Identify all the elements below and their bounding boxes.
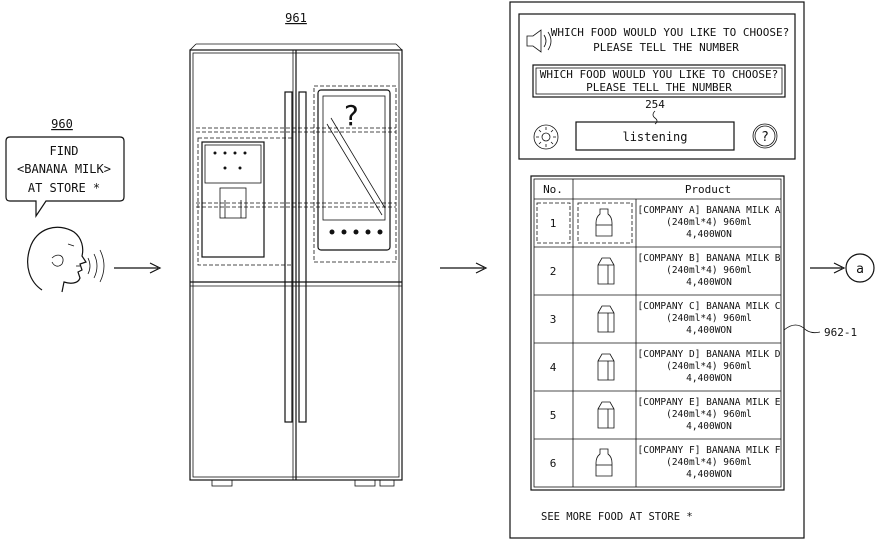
display-screen: WHICH FOOD WOULD YOU LIKE TO CHOOSE? PLE… [509,1,857,539]
user-ref-label: 960 [51,117,73,131]
bubble-line-1: FIND [50,144,79,158]
product-line1: [COMPANY C] BANANA MILK C [638,301,781,312]
fridge-display-panel: ? [313,85,397,263]
product-line3: 4,400WON [686,469,732,480]
row-number: 5 [550,409,557,422]
col-header-no: No. [543,183,563,196]
table-row[interactable]: 6 [COMPANY F] BANANA MILK F(240ml*4) 960m… [534,438,781,480]
milk-bottle-icon [595,448,613,477]
product-line2: (240ml*4) 960ml [666,313,752,324]
product-table: No. Product 1[COMPANY A] BANANA MILK A(2… [530,175,785,491]
row-number: 3 [550,313,557,326]
product-line2: (240ml*4) 960ml [666,217,752,228]
prompt-box-line-1: WHICH FOOD WOULD YOU LIKE TO CHOOSE? [540,68,778,81]
prompt-line-2: PLEASE TELL THE NUMBER [593,41,739,54]
bubble-line-3: AT STORE * [28,181,100,195]
bubble-line-2: <BANANA MILK> [17,162,111,176]
product-line2: (240ml*4) 960ml [666,409,752,420]
mic-ref-label: 254 [645,98,665,111]
col-header-product: Product [685,183,731,196]
help-icon[interactable]: ? [752,123,778,149]
table-row[interactable]: 2 [COMPANY B] BANANA MILK B(240ml*4) 960m… [534,246,781,288]
row-number: 2 [550,265,557,278]
speech-bubble [5,136,125,218]
milk-carton-icon [597,305,615,333]
voice-waves-icon [87,249,105,283]
row-number: 1 [550,217,557,230]
row-number: 4 [550,361,557,374]
question-mark: ? [343,99,360,132]
milk-carton-icon [597,257,615,285]
product-line2: (240ml*4) 960ml [666,265,752,276]
table-row[interactable]: 5 [COMPANY E] BANANA MILK E(240ml*4) 960m… [534,390,781,432]
milk-carton-icon [597,401,615,429]
see-more-footer[interactable]: SEE MORE FOOD AT STORE * [541,511,693,523]
listening-button[interactable]: listening [575,121,735,151]
screen-frame [509,1,805,539]
arrow-to-fridge [114,262,162,274]
prompt-text-box [532,64,786,98]
help-label: ? [761,130,769,145]
list-ref-label: 962-1 [824,326,857,339]
list-ref-callout: 962-1 [783,324,857,339]
user-figure: 960 FIND <BANANA MILK> AT STORE * [5,117,125,293]
milk-carton-icon [597,353,615,381]
product-line3: 4,400WON [686,277,732,288]
right-door-handle [298,91,307,423]
table-row[interactable]: 4 [COMPANY D] BANANA MILK D(240ml*4) 960m… [534,342,781,384]
speaker-icon [526,29,552,53]
head-icon [27,226,87,293]
fridge-ref-label: 961 [285,11,307,25]
table-row[interactable]: 3 [COMPANY C] BANANA MILK C(240ml*4) 960m… [534,294,781,336]
arrow-to-connector [810,262,846,274]
product-line1: [COMPANY E] BANANA MILK E [638,397,781,408]
listening-label: listening [622,130,687,144]
water-dispenser [197,137,293,266]
left-door-handle [284,91,293,423]
product-line3: 4,400WON [686,421,732,432]
product-line1: [COMPANY B] BANANA MILK B [638,253,781,264]
prompt-line-1: WHICH FOOD WOULD YOU LIKE TO CHOOSE? [551,26,789,39]
gear-icon[interactable] [533,124,559,150]
arrow-to-screen [440,262,488,274]
product-line1: [COMPANY D] BANANA MILK D [638,349,781,360]
prompt-box-line-2: PLEASE TELL THE NUMBER [586,81,732,94]
table-row[interactable]: 1 [COMPANY A] BANANA MILK A(240ml*4) 960m… [536,202,781,244]
product-line3: 4,400WON [686,325,732,336]
product-line2: (240ml*4) 960ml [666,361,752,372]
milk-bottle-icon [595,208,613,237]
product-line3: 4,400WON [686,373,732,384]
voice-panel [518,13,796,160]
product-line3: 4,400WON [686,229,732,240]
refrigerator: 961 [189,11,403,487]
product-line1: [COMPANY A] BANANA MILK A [638,205,781,216]
connector-label: a [856,262,864,277]
row-number: 6 [550,457,557,470]
product-line1: [COMPANY F] BANANA MILK F [638,445,781,456]
product-line2: (240ml*4) 960ml [666,457,752,468]
connector-a: a [845,253,875,283]
